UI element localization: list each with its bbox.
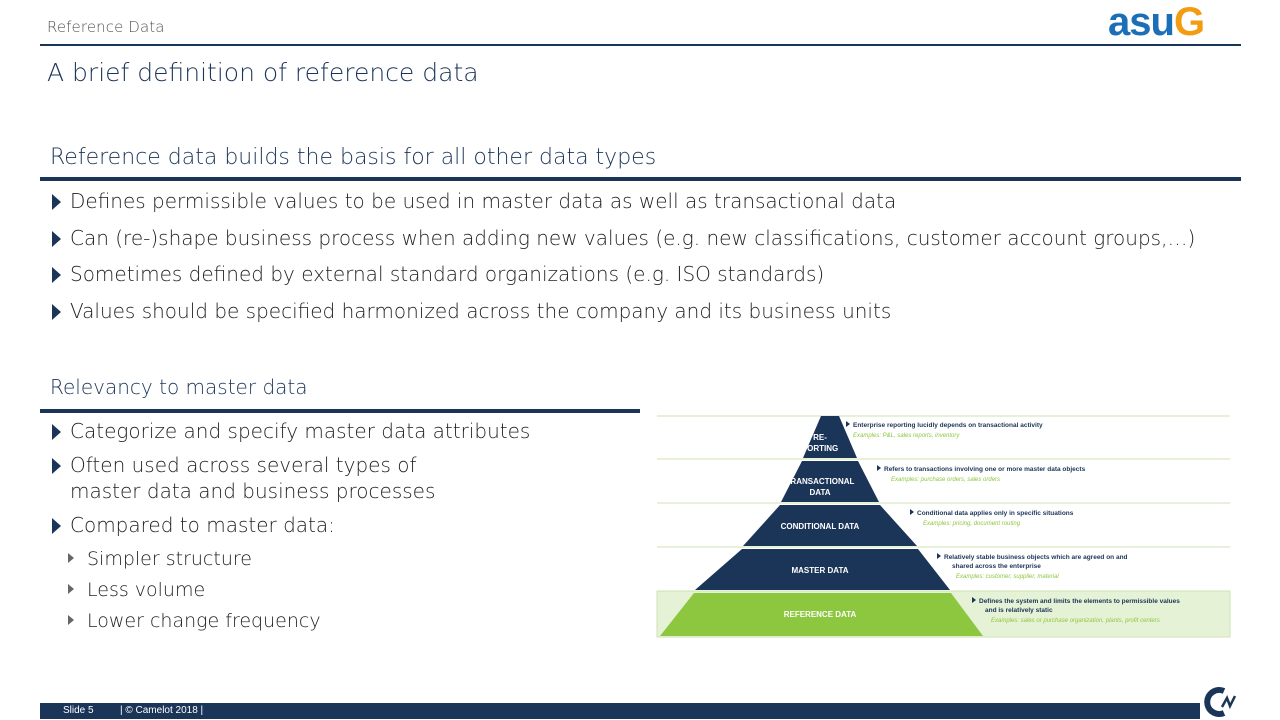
sub-bullet-item: Less volume bbox=[68, 578, 468, 602]
footer-copyright: | © Camelot 2018 | bbox=[120, 705, 204, 716]
footer-slide-number: Slide 5 bbox=[63, 705, 94, 716]
sub-bullet-triangle-icon bbox=[68, 615, 74, 625]
pyramid-description: Enterprise reporting lucidly depends on … bbox=[853, 422, 1043, 429]
bullet-triangle-icon bbox=[52, 458, 61, 474]
asug-logo-part1: asu bbox=[1108, 0, 1175, 44]
sub-bullet-item: Simpler structure bbox=[68, 547, 468, 571]
pyramid-example: Examples: sales or purchase organization… bbox=[991, 618, 1160, 624]
footer-bar bbox=[40, 703, 1200, 719]
bullet-item: Values should be specified harmonized ac… bbox=[52, 298, 1232, 324]
pyramid-example: Examples: purchase orders, sales orders bbox=[891, 477, 1000, 483]
pyramid-example: Examples: pricing, document routing bbox=[923, 521, 1021, 527]
bullet-item: Compared to master data: bbox=[52, 512, 612, 538]
pyramid-level-master bbox=[695, 549, 950, 590]
desc-arrow-icon bbox=[937, 553, 941, 559]
bullet-item: Can (re-)shape business process when add… bbox=[52, 225, 1232, 251]
asug-logo: asuG bbox=[1108, 2, 1224, 42]
bullet-triangle-icon bbox=[52, 194, 61, 210]
pyramid-level-reporting bbox=[803, 416, 857, 458]
bullet-item: Often used across several types of maste… bbox=[52, 452, 442, 504]
pyramid-description-cont: and is relatively static bbox=[985, 607, 1053, 614]
section-divider-relevancy bbox=[40, 409, 640, 413]
section-title-relevancy: Relevancy to master data bbox=[50, 375, 308, 399]
sub-bullet-triangle-icon bbox=[68, 553, 74, 563]
pyramid-example: Examples: P&L, sales reports, inventory bbox=[853, 433, 960, 439]
pyramid-description: Conditional data applies only in specifi… bbox=[917, 510, 1074, 517]
pyramid-level-reference bbox=[660, 593, 983, 636]
asug-logo-part2: G bbox=[1173, 0, 1205, 44]
section-title-basis: Reference data builds the basis for all … bbox=[50, 145, 657, 170]
data-pyramid-diagram: RE- PORTING TRANSACTIONAL DATA CONDITION… bbox=[656, 415, 1231, 638]
section-divider-basis bbox=[40, 177, 1241, 181]
bullet-triangle-icon bbox=[52, 424, 61, 440]
pyramid-description: Defines the system and limits the elemen… bbox=[979, 598, 1180, 605]
desc-arrow-icon bbox=[877, 465, 881, 471]
pyramid-label: REFERENCE DATA bbox=[784, 610, 857, 619]
pyramid-label: RE- bbox=[813, 433, 827, 442]
header-divider bbox=[40, 44, 1241, 46]
pyramid-level-conditional bbox=[743, 505, 917, 546]
bullet-triangle-icon bbox=[52, 518, 61, 534]
pyramid-label: TRANSACTIONAL bbox=[786, 477, 855, 486]
pyramid-label: PORTING bbox=[802, 444, 838, 453]
pyramid-label: DATA bbox=[809, 488, 830, 497]
pyramid-label: MASTER DATA bbox=[791, 566, 848, 575]
bullet-triangle-icon bbox=[52, 231, 61, 247]
bullet-item: Sometimes defined by external standard o… bbox=[52, 261, 1232, 287]
desc-arrow-icon bbox=[972, 597, 976, 603]
page-title: A brief definition of reference data bbox=[47, 58, 479, 87]
pyramid-example: Examples: customer, supplier, material bbox=[956, 574, 1059, 580]
header-section-label: Reference Data bbox=[47, 18, 165, 36]
sub-bullet-item: Lower change frequency bbox=[68, 609, 468, 633]
sub-bullet-triangle-icon bbox=[68, 584, 74, 594]
bullet-triangle-icon bbox=[52, 267, 61, 283]
pyramid-level-transactional bbox=[781, 461, 879, 502]
desc-arrow-icon bbox=[910, 509, 914, 515]
camelot-logo-icon bbox=[1204, 687, 1237, 717]
pyramid-description-cont: shared across the enterprise bbox=[952, 563, 1041, 570]
bullet-triangle-icon bbox=[52, 304, 61, 320]
bullet-item: Defines permissible values to be used in… bbox=[52, 188, 1232, 214]
pyramid-description: Refers to transactions involving one or … bbox=[884, 466, 1086, 473]
bullet-item: Categorize and specify master data attri… bbox=[52, 418, 612, 444]
pyramid-description: Relatively stable business objects which… bbox=[944, 554, 1128, 561]
desc-arrow-icon bbox=[846, 421, 850, 427]
pyramid-label: CONDITIONAL DATA bbox=[781, 522, 860, 531]
